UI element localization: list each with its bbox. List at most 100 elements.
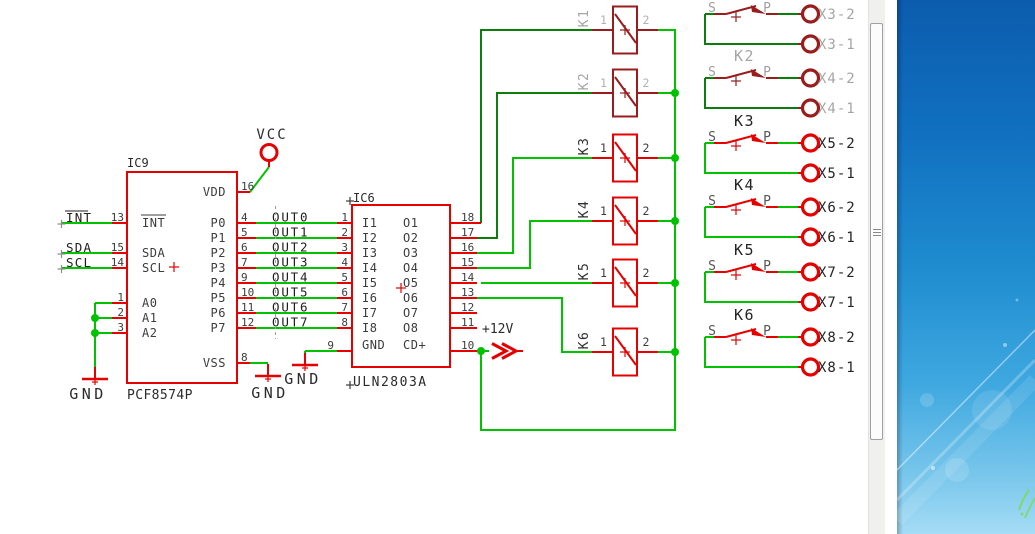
pin-name: P6 [211, 306, 226, 320]
coil-body[interactable] [612, 133, 638, 183]
net-label-OUT2: OUT2 [272, 240, 309, 255]
net-label-OUT0: OUT0 [272, 210, 309, 225]
contact-p-label: P [763, 259, 771, 274]
pin-number: 18 [461, 211, 474, 224]
coil-body[interactable] [612, 68, 638, 118]
coil-name: K1 [577, 9, 592, 28]
coil-name: K4 [577, 200, 592, 219]
pin-name: P4 [211, 276, 226, 290]
vcc-symbol[interactable] [259, 143, 279, 162]
terminal-pad-x5-2[interactable] [800, 133, 821, 153]
terminal-pad-x7-1[interactable] [800, 292, 821, 312]
pin-number: 2 [341, 226, 348, 239]
coil-body[interactable] [612, 327, 638, 377]
pin-name: O8 [403, 321, 418, 335]
terminal-pad-x4-1[interactable] [800, 98, 821, 118]
terminal-pad-x3-1[interactable] [800, 34, 821, 54]
wire-contact-return[interactable] [704, 272, 798, 303]
pin-number: 2 [117, 306, 124, 319]
pin-number: 4 [241, 211, 248, 224]
contact-blade[interactable] [725, 134, 757, 144]
terminal-pad-x8-1[interactable] [800, 357, 821, 377]
terminal-pad-x6-1[interactable] [800, 227, 821, 247]
pin-name: O5 [403, 276, 418, 290]
pin-name: A1 [142, 311, 157, 325]
pin-number: 14 [461, 271, 475, 284]
wallpaper-shape [897, 375, 1035, 525]
pin-name: O4 [403, 261, 418, 275]
ic6-body[interactable] [351, 204, 451, 368]
ic9-body[interactable] [126, 171, 238, 384]
pad-label: X5-1 [818, 166, 856, 182]
contact-s-label: S [708, 130, 716, 145]
coil-pin-number: 1 [600, 141, 607, 155]
pin-number: 17 [461, 226, 474, 239]
junction-dot [671, 89, 679, 97]
wire-o1-k1[interactable] [480, 29, 592, 223]
ic6-ref: IC6 [353, 191, 375, 205]
wallpaper-shape [931, 466, 935, 470]
wire-contact-return[interactable] [704, 78, 798, 109]
pad-label: X6-1 [818, 230, 856, 246]
junction-dot [91, 329, 99, 337]
contact-blade[interactable] [725, 69, 757, 79]
coil-name: K5 [577, 262, 592, 281]
terminal-pad-x7-2[interactable] [800, 262, 821, 282]
wire-contact-return[interactable] [704, 337, 798, 368]
pin-number: 13 [461, 286, 474, 299]
contact-blade[interactable] [725, 328, 757, 338]
wire-contact-return[interactable] [704, 14, 798, 45]
terminal-pad-x3-2[interactable] [800, 4, 821, 24]
contact-blade[interactable] [725, 5, 757, 15]
terminal-pad-x6-2[interactable] [800, 197, 821, 217]
contact-arrow-icon [751, 69, 766, 78]
wallpaper-shape [920, 393, 934, 407]
wire-contact-return[interactable] [704, 143, 798, 174]
coil-body[interactable] [612, 196, 638, 246]
net-label-OUT6: OUT6 [272, 300, 309, 315]
pin-number: 14 [111, 256, 125, 269]
pin-name: I6 [362, 291, 377, 305]
wire-vcc[interactable] [249, 166, 270, 193]
wallpaper-shape [1020, 512, 1024, 516]
pin-name: CD+ [403, 338, 426, 352]
terminal-pad-x8-2[interactable] [800, 327, 821, 347]
net-label-OUT5: OUT5 [272, 285, 309, 300]
supply-12v-symbol[interactable]: +12V [482, 322, 523, 360]
vertical-scrollbar-thumb[interactable] [870, 23, 883, 440]
contact-blade[interactable] [725, 263, 757, 273]
coil-body[interactable] [612, 5, 638, 55]
wire-contact-return[interactable] [704, 207, 798, 238]
coil-body[interactable] [612, 258, 638, 308]
wire-o2-k2[interactable] [477, 92, 592, 239]
pin-number: 11 [241, 301, 254, 314]
coil-name: K2 [577, 72, 592, 91]
contact-p-label: P [763, 65, 771, 80]
net-label-OUT1: OUT1 [272, 225, 309, 240]
pin-name: I2 [362, 231, 377, 245]
wire-o3-k3[interactable] [477, 157, 592, 254]
coil-pin-number: 2 [643, 13, 650, 27]
contact-blade[interactable] [725, 198, 757, 208]
terminal-pad-x5-1[interactable] [800, 163, 821, 183]
wire-o6-k6[interactable] [477, 297, 592, 353]
junction-dot [671, 217, 679, 225]
wire-o4-k4[interactable] [477, 220, 592, 269]
pin-name: I4 [362, 261, 377, 275]
terminal-pad-x4-2[interactable] [800, 68, 821, 88]
